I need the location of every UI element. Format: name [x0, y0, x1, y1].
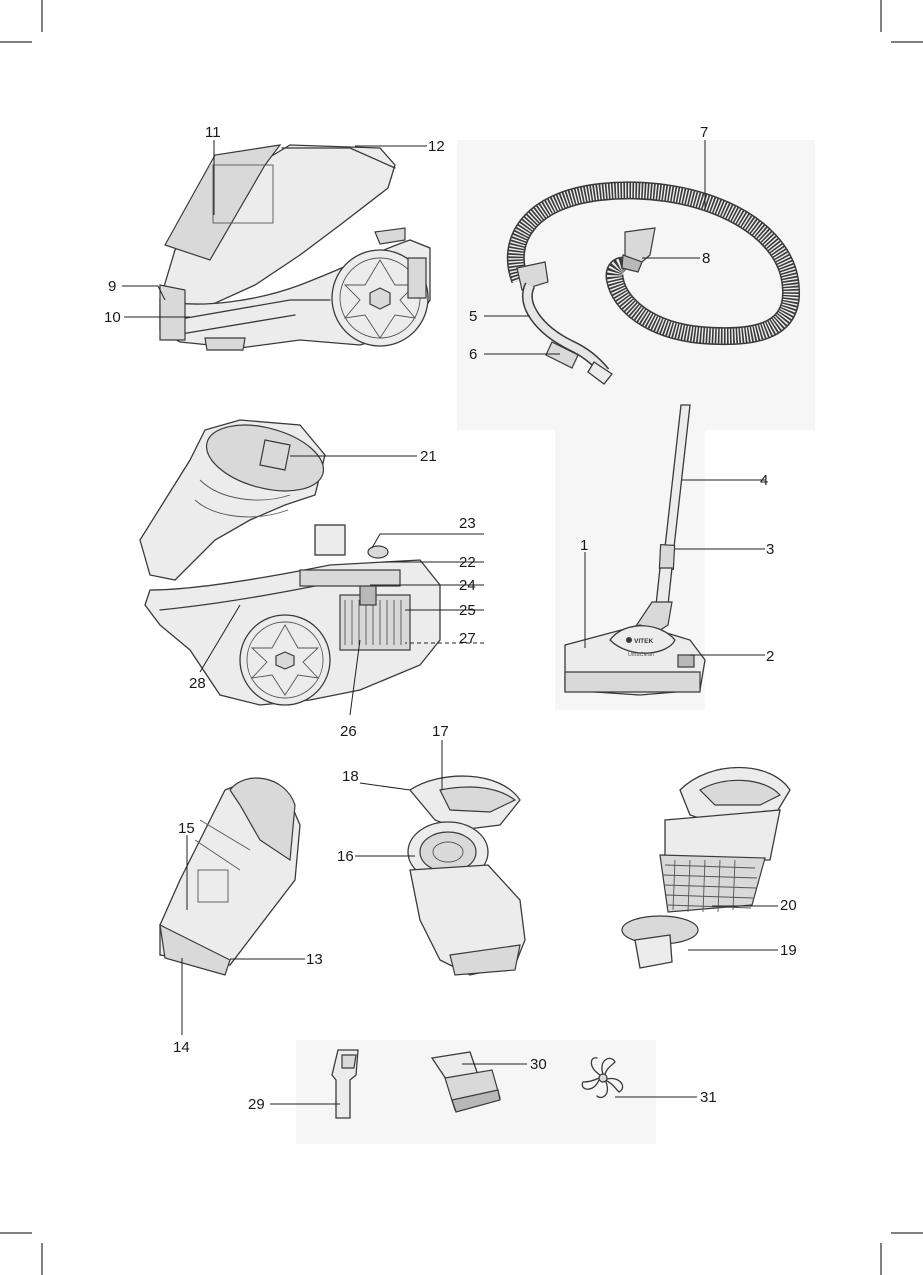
tube-and-brush: VITEK UltraClean	[564, 404, 706, 696]
label-8: 8	[702, 250, 710, 267]
label-4: 4	[760, 472, 768, 489]
label-10: 10	[104, 309, 121, 326]
label-6: 6	[469, 346, 477, 363]
label-25: 25	[459, 602, 476, 619]
hose	[506, 181, 801, 385]
label-21: 21	[420, 448, 437, 465]
accessories	[331, 1049, 624, 1119]
label-20: 20	[780, 897, 797, 914]
dust-container	[159, 777, 301, 976]
label-15: 15	[178, 820, 195, 837]
label-23: 23	[459, 515, 476, 532]
cyclone-filter	[621, 766, 791, 969]
label-27: 27	[459, 630, 476, 647]
brush-brand: VITEK	[634, 638, 653, 645]
label-17: 17	[432, 723, 449, 740]
label-1: 1	[580, 537, 588, 554]
label-18: 18	[342, 768, 359, 785]
dust-container-open	[407, 775, 526, 976]
part-labels: 11 12 9 10 7 8 5 6 21 4 23 1 3 22 24 25 …	[104, 124, 797, 1113]
label-13: 13	[306, 951, 323, 968]
label-9: 9	[108, 278, 116, 295]
vacuum-open-view	[139, 419, 441, 706]
label-2: 2	[766, 648, 774, 665]
label-19: 19	[780, 942, 797, 959]
leader-lines	[122, 140, 778, 1105]
label-7: 7	[700, 124, 708, 141]
label-14: 14	[173, 1039, 190, 1056]
filter-grid-part	[581, 1057, 624, 1099]
label-31: 31	[700, 1089, 717, 1106]
brush-tool	[430, 1051, 501, 1113]
brush-model: UltraClean	[628, 652, 654, 658]
label-22: 22	[459, 554, 476, 571]
label-30: 30	[530, 1056, 547, 1073]
vacuum-side-view	[159, 144, 431, 351]
label-16: 16	[337, 848, 354, 865]
label-3: 3	[766, 541, 774, 558]
label-5: 5	[469, 308, 477, 325]
label-26: 26	[340, 723, 357, 740]
label-11: 11	[205, 124, 221, 141]
label-29: 29	[248, 1096, 265, 1113]
brand-logo-icon	[626, 637, 632, 643]
label-12: 12	[428, 138, 445, 155]
label-24: 24	[459, 577, 476, 594]
label-28: 28	[189, 675, 206, 692]
